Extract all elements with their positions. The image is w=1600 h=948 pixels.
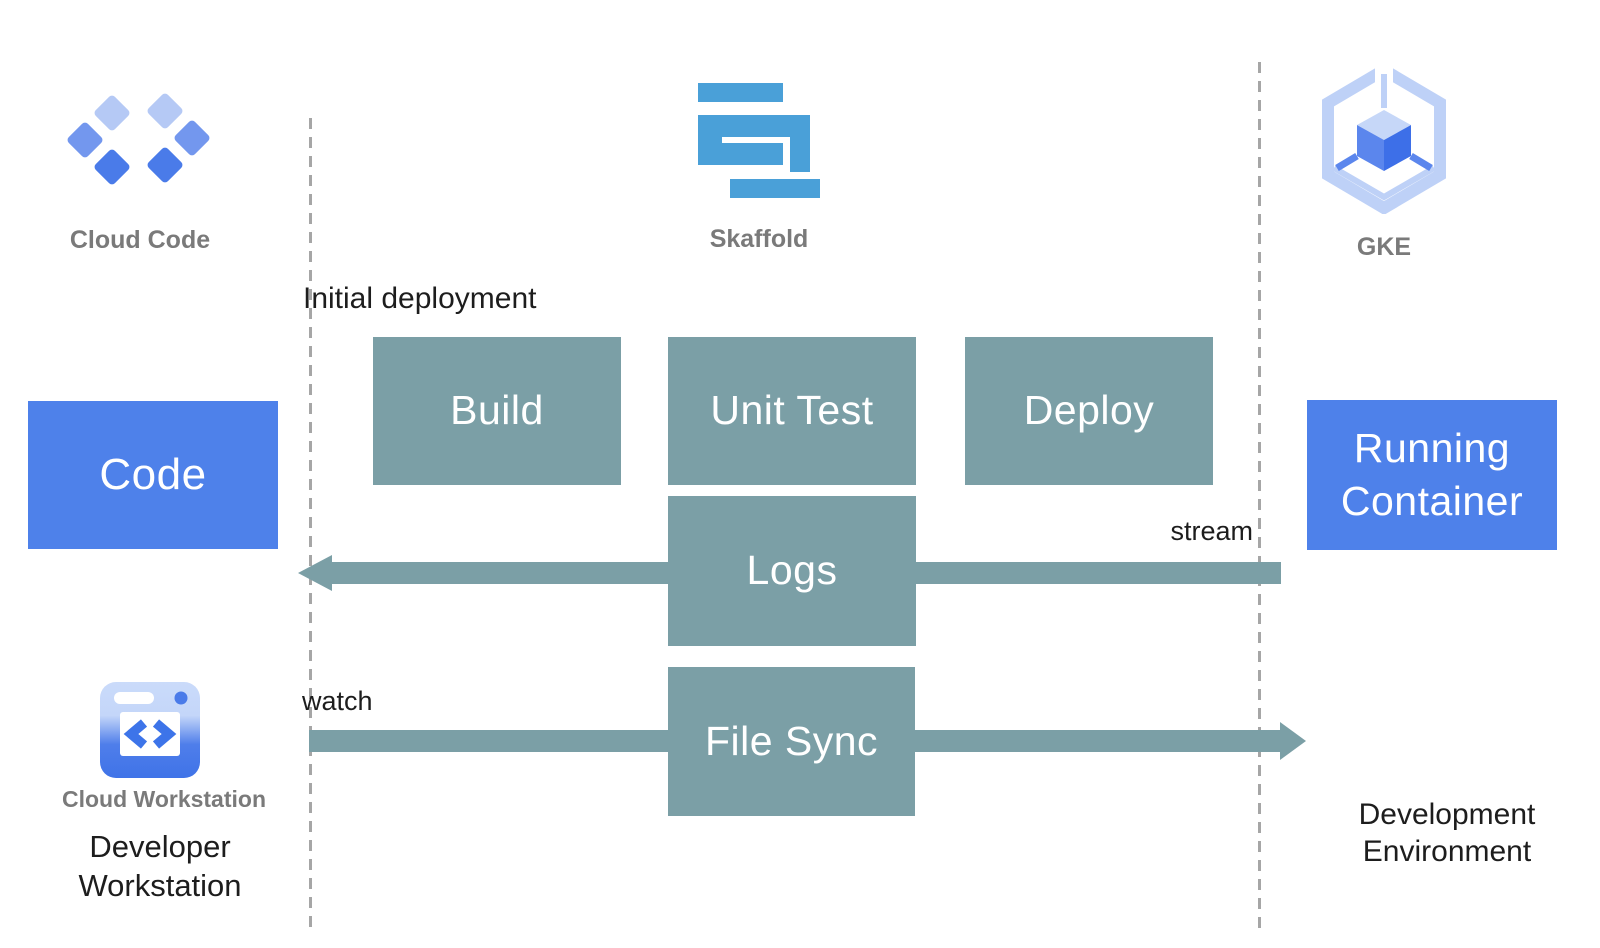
cloud-workstation-window (100, 682, 200, 778)
skaffold-icon (698, 83, 820, 203)
cloud-code-icon (63, 92, 217, 207)
cloud-workstation-icon (100, 682, 200, 783)
lane-divider-left (309, 118, 312, 935)
logs-box-label: Logs (746, 547, 838, 594)
running-container-box: Running Container (1307, 400, 1557, 550)
lane-divider-right (1258, 62, 1261, 935)
gke-icon (1320, 63, 1448, 219)
logs-arrow-head-icon (298, 555, 332, 591)
build-box: Build (373, 337, 621, 485)
gke-caption: GKE (1356, 233, 1412, 261)
cloud-workstation-caption: Cloud Workstation (61, 786, 266, 812)
developer-workstation-label: Developer Workstation (78, 829, 242, 903)
build-box-label: Build (450, 387, 544, 434)
cloud-code-caption: Cloud Code (69, 226, 211, 254)
stream-label: stream (1170, 516, 1253, 546)
unit-test-box-label: Unit Test (710, 387, 874, 434)
file-sync-box: File Sync (668, 667, 915, 816)
skaffold-logo (698, 83, 820, 198)
logs-box: Logs (668, 496, 916, 646)
initial-deployment-label: Initial deployment (303, 282, 537, 315)
skaffold-caption: Skaffold (709, 225, 809, 253)
file-sync-arrow-head-icon (1280, 722, 1306, 760)
unit-test-box: Unit Test (668, 337, 916, 485)
code-box: Code (28, 401, 278, 549)
deploy-box: Deploy (965, 337, 1213, 485)
file-sync-box-label: File Sync (704, 717, 879, 764)
cloud-code-diamonds (67, 93, 210, 185)
gke-hexagon (1322, 63, 1446, 215)
deploy-box-label: Deploy (1023, 387, 1155, 434)
running-container-box-label: Running Container (1340, 424, 1524, 524)
code-box-label: Code (99, 450, 207, 500)
watch-label: watch (302, 686, 373, 716)
development-environment-label: Development Environment (1358, 798, 1536, 868)
